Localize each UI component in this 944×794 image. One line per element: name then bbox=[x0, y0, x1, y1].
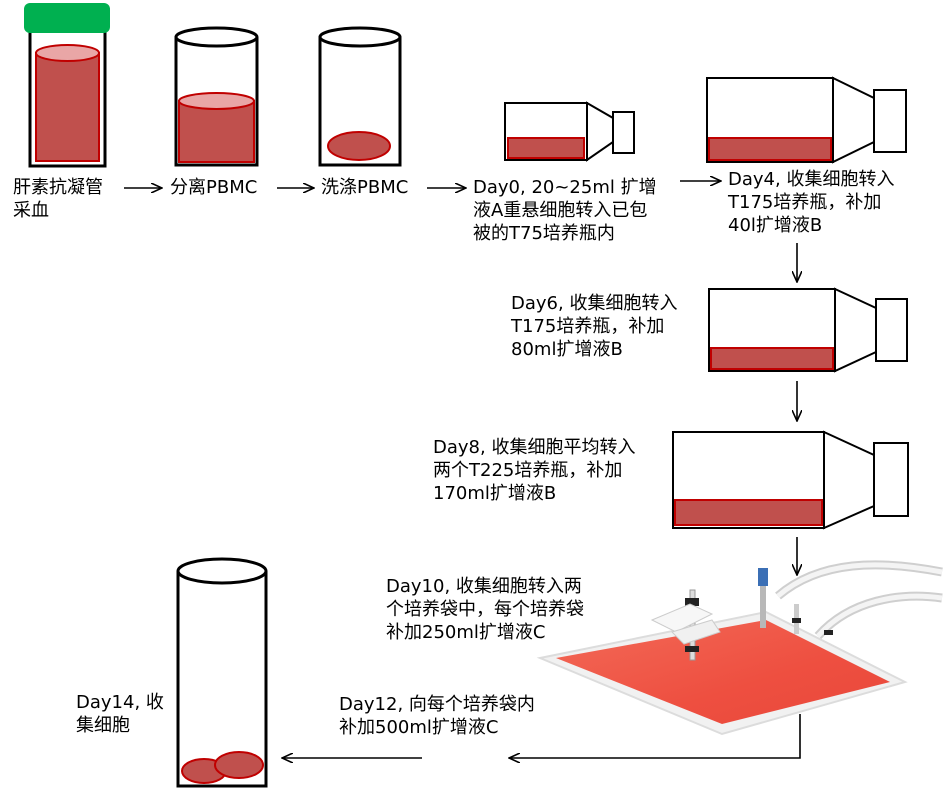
flask-t75 bbox=[504, 101, 635, 162]
step-day8: Day8, 收集细胞平均转入 两个T225培养瓶，补加 170ml扩增液B bbox=[433, 437, 636, 504]
step-day0: Day0, 20~25ml 扩增 液A重悬细胞转入已包 被的T75培养瓶内 bbox=[473, 177, 657, 244]
step-blood-collection: 肝素抗凝管 采血 bbox=[13, 177, 103, 221]
heparin-tube bbox=[24, 3, 110, 168]
arrow-8 bbox=[509, 714, 801, 758]
culture-bag bbox=[536, 560, 943, 736]
step-day6: Day6, 收集细胞转入 T175培养瓶，补加 80ml扩增液B bbox=[511, 293, 678, 360]
step-day4: Day4, 收集细胞转入 T175培养瓶，补加 40l扩增液B bbox=[728, 169, 895, 236]
flask-t175-day6 bbox=[708, 287, 908, 373]
step-day12: Day12, 向每个培养袋内 补加500ml扩增液C bbox=[339, 694, 535, 738]
step-pbmc-isolation: 分离PBMC bbox=[170, 177, 258, 198]
separation-tube bbox=[174, 26, 259, 167]
washing-tube bbox=[318, 26, 402, 167]
step-day14: Day14, 收 集细胞 bbox=[76, 692, 164, 736]
step-pbmc-wash: 洗涤PBMC bbox=[321, 177, 409, 198]
step-day10: Day10, 收集细胞转入两 个培养袋中，每个培养袋 补加250ml扩增液C bbox=[386, 576, 584, 643]
flask-t175-day4 bbox=[706, 76, 907, 164]
flask-t225-day8 bbox=[672, 430, 909, 530]
final-tube bbox=[176, 557, 268, 788]
